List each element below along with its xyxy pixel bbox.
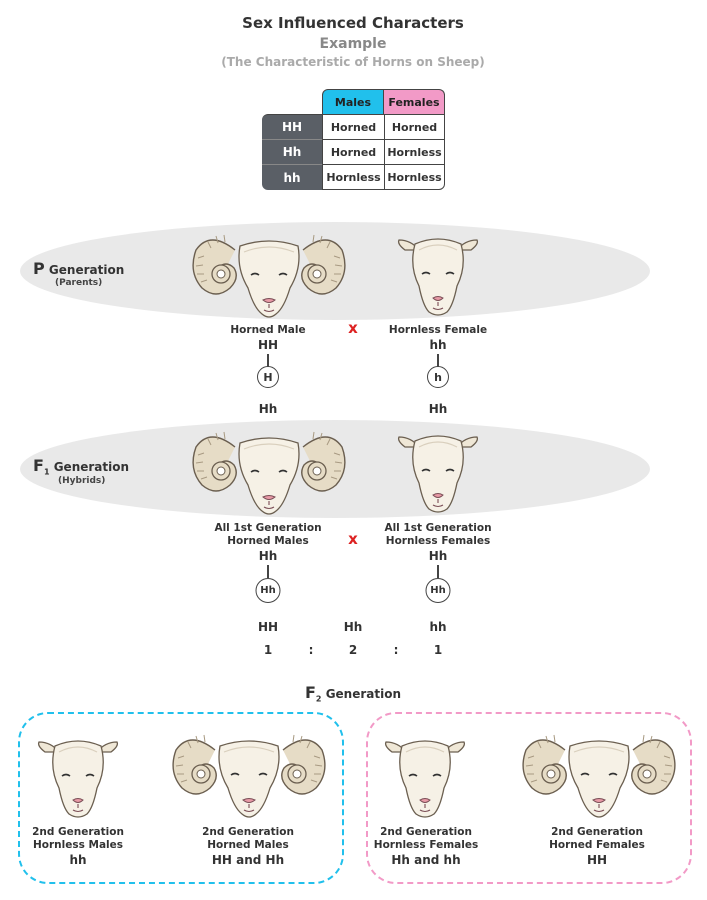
f2-horned-females-genotype: HH xyxy=(586,853,608,867)
f2-males-box xyxy=(18,712,344,884)
ratio-genotype-hh-recessive: hh xyxy=(429,620,447,634)
p-female-gamete: h xyxy=(427,366,449,388)
ratio-value: 1 xyxy=(263,643,273,657)
horned-female-sheep-icon xyxy=(522,734,676,818)
table-corner xyxy=(262,89,322,114)
f1-male-label-line2: Horned Males xyxy=(227,535,309,547)
hornless-female-sheep-icon xyxy=(397,435,479,513)
female-phenotype-cell: Hornless xyxy=(384,164,445,190)
f2-letter: F xyxy=(304,683,316,702)
hornless-female-sheep-icon xyxy=(384,740,466,818)
f1-generation-sublabel: (Hybrids) xyxy=(58,476,106,486)
ratio-separator: : xyxy=(393,643,399,657)
f1-subscript: 1 xyxy=(43,467,50,477)
female-phenotype-cell: Hornless xyxy=(384,139,445,164)
p-female-label: Hornless Female xyxy=(388,324,488,336)
f2-generation-title: F2 Generation xyxy=(305,683,401,703)
ratio-genotype-hetero: Hh xyxy=(343,620,363,634)
genotype-cell: hh xyxy=(262,164,322,190)
label-line1: 2nd Generation xyxy=(551,826,643,838)
table-row: hh Hornless Hornless xyxy=(262,164,445,190)
hornless-female-sheep-icon xyxy=(397,238,479,316)
f1-generation-title: F1 Generation xyxy=(33,456,129,476)
f2-horned-males-label: 2nd Generation Horned Males xyxy=(202,826,294,852)
genotype-cell: HH xyxy=(262,114,322,139)
label-line2: Hornless Females xyxy=(373,839,479,851)
connector-line xyxy=(267,354,269,367)
ratio-value: 1 xyxy=(433,643,443,657)
f1-male-gamete: Hh xyxy=(255,578,281,603)
f2-subscript: 2 xyxy=(315,694,322,704)
p-male-offspring: Hh xyxy=(258,402,278,416)
label-line1: 2nd Generation xyxy=(380,826,472,838)
f2-hornless-females-genotype: Hh and hh xyxy=(391,853,461,867)
f1-female-label-line2: Hornless Females xyxy=(385,535,491,547)
p-generation-word: Generation xyxy=(48,263,125,277)
female-phenotype-cell: Horned xyxy=(384,114,445,139)
column-header-females: Females xyxy=(384,89,445,114)
connector-line xyxy=(437,354,439,367)
f1-generation-word: Generation xyxy=(53,460,130,474)
diagram-subtitle: Example xyxy=(319,36,387,52)
f2-hornless-males-genotype: hh xyxy=(69,853,87,867)
p-letter: P xyxy=(33,259,45,278)
label-line1: 2nd Generation xyxy=(202,826,294,838)
p-female-genotype: hh xyxy=(429,338,447,352)
f1-female-label-line1: All 1st Generation xyxy=(384,522,492,534)
horned-male-sheep-icon xyxy=(172,734,326,818)
label-line2: Hornless Males xyxy=(32,839,124,851)
connector-line xyxy=(437,565,439,578)
ratio-value: 2 xyxy=(348,643,358,657)
hornless-male-sheep-icon xyxy=(37,740,119,818)
f1-cross-symbol: x xyxy=(348,530,358,548)
f1-female-genotype: Hh xyxy=(428,549,448,563)
f1-letter: F xyxy=(33,456,44,475)
connector-line xyxy=(267,565,269,578)
male-phenotype-cell: Horned xyxy=(322,139,384,164)
p-generation-sublabel: (Parents) xyxy=(55,278,103,288)
f1-female-gamete: Hh xyxy=(425,578,451,603)
p-male-label: Horned Male xyxy=(230,324,306,336)
male-phenotype-cell: Hornless xyxy=(322,164,384,190)
label-line2: Horned Females xyxy=(549,839,645,851)
genotype-table: Males Females HH Horned Horned Hh Horned… xyxy=(262,89,445,190)
male-phenotype-cell: Horned xyxy=(322,114,384,139)
f1-male-label: All 1st Generation Horned Males xyxy=(214,522,321,548)
f2-females-box xyxy=(366,712,692,884)
f1-male-genotype: Hh xyxy=(258,549,278,563)
f2-hornless-females-label: 2nd Generation Hornless Females xyxy=(374,826,478,852)
diagram-title: Sex Influenced Characters xyxy=(242,14,464,32)
f2-horned-males-genotype: HH and Hh xyxy=(211,853,285,867)
p-female-offspring: Hh xyxy=(428,402,448,416)
f1-female-label: All 1st Generation Hornless Females xyxy=(384,522,491,548)
f1-male-label-line1: All 1st Generation xyxy=(214,522,322,534)
table-header-row: Males Females xyxy=(262,89,445,114)
p-male-gamete: H xyxy=(257,366,279,388)
f2-horned-females-label: 2nd Generation Horned Females xyxy=(549,826,645,852)
diagram-caption: (The Characteristic of Horns on Sheep) xyxy=(221,55,485,69)
horned-male-sheep-icon xyxy=(192,234,346,318)
label-line1: 2nd Generation xyxy=(32,826,124,838)
table-row: HH Horned Horned xyxy=(262,114,445,139)
p-male-genotype: HH xyxy=(257,338,279,352)
ratio-separator: : xyxy=(308,643,314,657)
column-header-males: Males xyxy=(322,89,384,114)
f2-generation-word: Generation xyxy=(325,687,402,701)
genotype-cell: Hh xyxy=(262,139,322,164)
label-line2: Horned Males xyxy=(207,839,289,851)
horned-male-sheep-icon xyxy=(192,431,346,515)
p-generation-title: P Generation xyxy=(33,259,124,278)
table-row: Hh Horned Hornless xyxy=(262,139,445,164)
p-cross-symbol: x xyxy=(348,319,358,337)
ratio-genotype-hh-dominant: HH xyxy=(257,620,279,634)
f2-hornless-males-label: 2nd Generation Hornless Males xyxy=(32,826,124,852)
